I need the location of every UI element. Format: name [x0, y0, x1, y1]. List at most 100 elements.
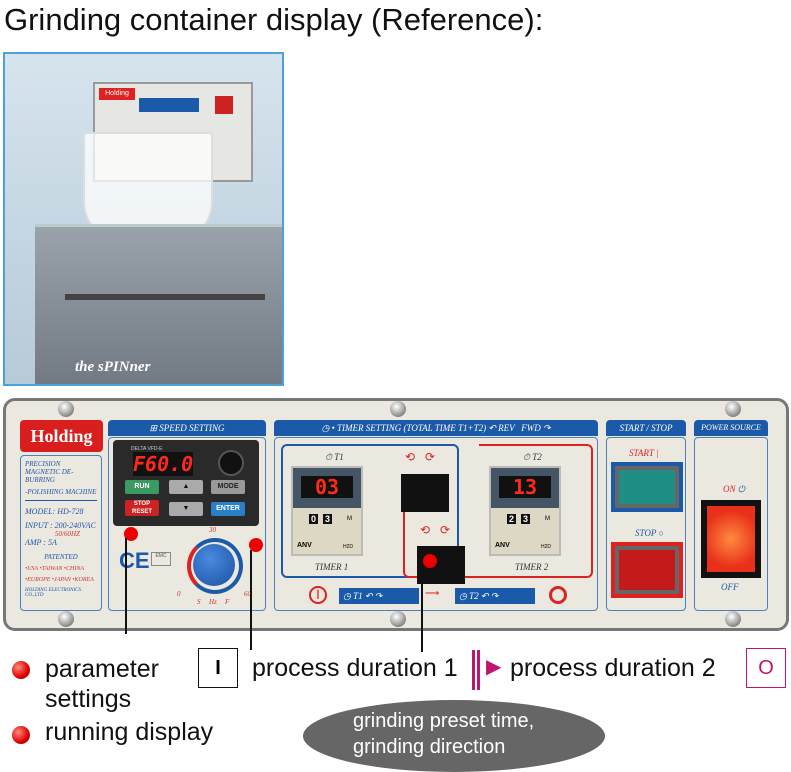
- timer2: 13 2 3 M ANV H2D: [489, 466, 561, 556]
- marker-dot: [124, 527, 138, 541]
- stop-symbol-icon: [549, 586, 567, 604]
- bubble-text: grinding preset time,: [353, 710, 535, 732]
- start-stop-section: START | STOP ○: [606, 437, 686, 611]
- power-source-header: POWER SOURCE: [694, 420, 768, 436]
- timer-model: H2D: [343, 544, 354, 550]
- frequency-display: F60.0: [133, 452, 194, 476]
- ce-mark: CE: [119, 548, 150, 573]
- timer1-digit[interactable]: 3: [323, 514, 333, 524]
- marker-dot: [249, 538, 263, 552]
- seq-t1-label: T1: [353, 591, 363, 601]
- bullet-icon: [12, 661, 30, 679]
- power-switch[interactable]: [701, 500, 761, 578]
- bubble-text: grinding direction: [353, 736, 506, 758]
- mode-button[interactable]: MODE: [211, 480, 245, 494]
- timer2-digit[interactable]: 3: [521, 514, 531, 524]
- start-cycle-icon: I: [198, 648, 238, 688]
- timer-header-label: • TIMER SETTING (TOTAL TIME T1+T2): [331, 423, 487, 433]
- t1-label-text: T1: [334, 452, 344, 462]
- speed-header-label: SPEED SETTING: [159, 423, 225, 433]
- timer2-name: TIMER 2: [515, 562, 549, 572]
- dial-label: 60: [244, 590, 251, 598]
- machine-body: [35, 224, 282, 384]
- start-label: START |: [629, 448, 659, 458]
- timer2-digit[interactable]: 2: [507, 514, 517, 524]
- dial-label: S: [197, 598, 201, 606]
- running-display-label: running display: [45, 718, 214, 746]
- input-text: INPUT : 200-240VAC: [25, 521, 96, 530]
- separator-icon: [472, 650, 480, 690]
- timer-model: H2D: [541, 544, 552, 550]
- amp-text: AMP : 5A: [25, 538, 57, 547]
- on-label-text: ON: [723, 484, 736, 494]
- info-text: -POLISHING MACHINE: [25, 488, 97, 501]
- legend-text: settings: [45, 685, 132, 713]
- emc-mark: EMC: [151, 552, 171, 566]
- unit-label: M: [347, 516, 352, 522]
- countries-text: •EUROPE •JAPAN •KOREA: [25, 577, 94, 583]
- company-text: HOLDING ELECTRONICS CO.,LTD: [25, 588, 81, 598]
- stop-label-text: STOP: [635, 528, 657, 538]
- power-section: ON ⏻ OFF: [694, 437, 768, 611]
- photo-power: [215, 96, 233, 114]
- seq-t2-label: T2: [469, 591, 479, 601]
- control-panel: Holding PRECISION MAGNETIC DE-BURRING -P…: [3, 398, 789, 631]
- process-duration-2-label: process duration 2: [510, 654, 716, 682]
- dial-scale: [187, 538, 243, 594]
- speed-dial-knob[interactable]: [193, 544, 235, 586]
- seq-t2: ◷ T2 ↶ ↷: [455, 588, 535, 604]
- speed-setting-section: DELTA VFD-E F60.0 RUN ▲ MODE STOP RESET …: [108, 437, 266, 611]
- start-button[interactable]: [611, 462, 683, 512]
- speed-knob[interactable]: [218, 450, 244, 476]
- machine-photo: Holding the sPINner: [3, 52, 284, 386]
- info-text: PRECISION: [25, 460, 61, 468]
- stop-button[interactable]: [611, 542, 683, 598]
- on-label: ON ⏻: [723, 484, 745, 494]
- timer1-digit[interactable]: 0: [309, 514, 319, 524]
- timer-setting-header: ◷ • TIMER SETTING (TOTAL TIME T1+T2) ↶ R…: [274, 420, 598, 436]
- screw-icon: [390, 401, 406, 417]
- input-text: 50/60HZ: [55, 530, 80, 538]
- legend-text: parameter: [45, 655, 159, 683]
- photo-panel-strip: [139, 98, 199, 112]
- run-button[interactable]: RUN: [125, 480, 159, 494]
- screw-icon: [725, 611, 741, 627]
- machine-seam: [65, 294, 265, 300]
- dial-label: 0: [177, 590, 181, 598]
- grinding-info-bubble: grinding preset time, grinding direction: [303, 700, 605, 772]
- fwd-label: FWD: [521, 423, 541, 433]
- off-label: OFF: [721, 582, 739, 592]
- rev-fwd-arrows-icon: ⟲ ⟳: [405, 450, 436, 464]
- start-stop-header: START / STOP: [606, 420, 686, 436]
- photo-brand: the sPINner: [75, 359, 151, 375]
- holding-logo: Holding: [20, 420, 103, 452]
- screw-icon: [58, 611, 74, 627]
- t2-label-text: T2: [532, 452, 542, 462]
- timer-brand: ANV: [495, 542, 510, 549]
- timer1-name: TIMER 1: [315, 562, 349, 572]
- sequence-arrow-icon: ⟶: [425, 588, 440, 599]
- screw-icon: [725, 401, 741, 417]
- inverter-brand: DELTA VFD-E: [131, 446, 163, 452]
- down-button[interactable]: ▼: [169, 502, 203, 516]
- unit-label: M: [545, 516, 550, 522]
- photo-logo: Holding: [99, 88, 135, 100]
- screw-icon: [58, 401, 74, 417]
- t1-label: ⏱ T1: [325, 452, 344, 462]
- stop-reset-button[interactable]: STOP RESET: [125, 500, 159, 516]
- seq-t1: ◷ T1 ↶ ↷: [339, 588, 419, 604]
- inverter-keypad: DELTA VFD-E F60.0 RUN ▲ MODE STOP RESET …: [113, 440, 259, 526]
- enter-button[interactable]: ENTER: [211, 502, 245, 516]
- info-plate: PRECISION MAGNETIC DE-BURRING -POLISHING…: [20, 455, 102, 611]
- rev-fwd-arrows-icon: ⟲ ⟳: [420, 523, 451, 537]
- direction-switch-1[interactable]: [401, 474, 449, 512]
- dial-label: Hz: [209, 598, 217, 606]
- page-title: Grinding container display (Reference):: [4, 2, 544, 37]
- up-button[interactable]: ▲: [169, 480, 203, 494]
- bullet-icon: [12, 726, 30, 744]
- leader-line: [250, 550, 252, 650]
- process-duration-1-label: process duration 1: [252, 654, 458, 682]
- leader-line: [125, 538, 127, 634]
- timer1-display: 03: [301, 476, 353, 498]
- model-text: MODEL: HD-728: [25, 507, 84, 516]
